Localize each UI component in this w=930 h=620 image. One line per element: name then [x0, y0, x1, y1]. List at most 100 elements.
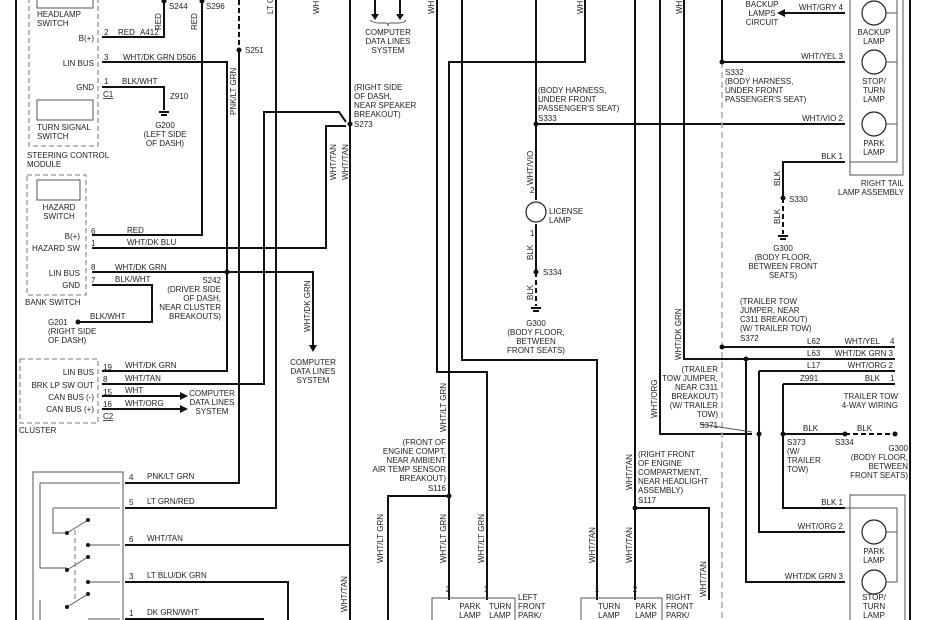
- ground-note: OF DASH): [146, 139, 185, 148]
- steering-control-module-label: STEERING CONTROL: [27, 151, 110, 160]
- wire-label: WHT/TAN: [329, 144, 338, 180]
- pin-number: 1: [484, 585, 489, 594]
- wire-label: BLK: [857, 424, 873, 433]
- license-lamp-icon: [525, 201, 547, 223]
- splice-label: S117: [638, 496, 657, 505]
- wire-label: DK GRN/WHT: [147, 608, 199, 617]
- splice-note: OF DASH,: [183, 294, 221, 303]
- pin-label: BRK LP SW OUT: [31, 381, 94, 390]
- splice-note: (DRIVER SIDE: [167, 285, 221, 294]
- splice-label: S333: [538, 114, 557, 123]
- wire-label: WHT/TAN: [588, 527, 597, 563]
- circuit-label: L62: [807, 337, 821, 346]
- wire-label: WHT/DK GRN 3: [785, 572, 844, 581]
- park-lamp-label: PARK: [863, 139, 885, 148]
- pin-number: 2: [633, 585, 638, 594]
- component-labels: LICENSE LAMP BACKUP LAMP STOP/ TURN LAMP…: [189, 0, 905, 620]
- computer-data-lines-label: COMPUTER: [365, 28, 411, 37]
- park-lamp-label: PARK: [863, 547, 885, 556]
- wire-label: BLK/WHT: [122, 77, 158, 86]
- vertical-wire-labels: RED RED PNK/LT GRN LT G WH WH WH WH WHT/…: [154, 0, 782, 612]
- wire-label: BLK/WHT: [115, 275, 151, 284]
- pin-number: 1: [530, 229, 535, 238]
- splice-label: S334: [543, 268, 562, 277]
- wire-label: BLK: [865, 374, 881, 383]
- computer-data-lines-label-3: SYSTEM: [372, 46, 405, 55]
- pin-label: B(+): [79, 34, 95, 43]
- stop-turn-lamp-label-2: TURN: [863, 602, 885, 611]
- pin-number: 6: [91, 227, 96, 236]
- wire-label: WHT/LT GRN: [376, 514, 385, 563]
- multifunction-switch: 4 5 6 3 1 PNK/LT GRN LT GRN/RED WHT/TAN …: [32, 471, 207, 620]
- splice-note: (BODY HARNESS,: [538, 86, 606, 95]
- right-front-park-label-2: FRONT: [666, 602, 694, 611]
- headlamp-switch-label: HEADLAMP: [37, 10, 81, 19]
- license-lamp-label: LICENSE: [549, 207, 583, 216]
- splice-note: TRAILER: [787, 456, 821, 465]
- stop-turn-lamp-icon: [861, 49, 887, 75]
- cluster-label: CLUSTER: [19, 426, 57, 435]
- splice-label: S273: [354, 120, 373, 129]
- splice-label: S296: [206, 2, 225, 11]
- wire-label: RED: [154, 13, 163, 30]
- pin-number: 19: [103, 363, 112, 372]
- arrow-icon: [777, 9, 785, 17]
- park-lamp-label: PARK: [635, 602, 657, 611]
- wire-label: WHT: [125, 386, 143, 395]
- hazard-switch-label: HAZARD: [43, 203, 76, 212]
- splice-note: PASSENGER'S SEAT): [538, 104, 620, 113]
- splice-note: BREAKOUT): [671, 392, 718, 401]
- ground-label: G300: [526, 319, 546, 328]
- ground-labels: G200 (LEFT SIDE OF DASH) G201 (RIGHT SID…: [48, 121, 909, 480]
- park-lamp-icon: [861, 111, 887, 137]
- pin-number: 3: [104, 53, 109, 62]
- hazard-switch-label-2: SWITCH: [43, 212, 75, 221]
- wire-label: BLK: [803, 424, 819, 433]
- wire-label: BLK 1: [821, 498, 843, 507]
- right-tail-lamp-label-2: LAMP ASSEMBLY: [838, 188, 905, 197]
- wire-label: WH: [427, 0, 436, 14]
- ground-note: FRONT SEATS): [850, 471, 908, 480]
- wire-label: WHT/DK BLU: [127, 238, 177, 247]
- wire-label: WH: [675, 0, 684, 14]
- wire-label: WHT/LT GRN: [477, 514, 486, 563]
- park-lamp-icon: [861, 519, 887, 545]
- stop-turn-lamp-label: STOP/: [862, 593, 887, 602]
- splice-note: (RIGHT FRONT: [638, 450, 695, 459]
- pin-number: 6: [129, 535, 134, 544]
- splice-note: TOW): [787, 465, 809, 474]
- wire-label: WH: [576, 0, 585, 14]
- splice-note: ENGINE COMPT,: [383, 447, 446, 456]
- ground-note: (LEFT SIDE: [144, 130, 187, 139]
- circuit-label: L63: [807, 349, 821, 358]
- wire-label: BLK: [526, 284, 535, 300]
- pin-label: B(+): [65, 232, 81, 241]
- ground-note: (BODY FLOOR,: [507, 328, 564, 337]
- turn-signal-switch-label: TURN SIGNAL: [37, 123, 91, 132]
- turn-lamp-label: TURN: [489, 602, 511, 611]
- wire-label: WHT/TAN: [147, 534, 183, 543]
- wire-label: BLK: [773, 170, 782, 186]
- circuit-label: Z910: [170, 92, 189, 101]
- left-front-park-label-3: PARK/: [518, 611, 542, 620]
- splice-note: NEAR HEADLIGHT: [638, 477, 708, 486]
- ground-note: SEATS): [769, 271, 798, 280]
- ground-note: BETWEEN: [516, 337, 556, 346]
- stop-turn-lamp-label-3: LAMP: [863, 611, 885, 620]
- wire-label: BLK/WHT: [90, 312, 126, 321]
- turn-lamp-label: TURN: [598, 602, 620, 611]
- splice-note: TOW): [697, 410, 719, 419]
- wire-label: LT BLU/DK GRN: [147, 571, 207, 580]
- splice-note: UNDER FRONT: [725, 86, 783, 95]
- pin-number: 5: [129, 498, 134, 507]
- wire-label: WHT/TAN: [625, 454, 634, 490]
- wire-label: WHT/LT GRN: [439, 383, 448, 432]
- arrow-icon: [180, 392, 188, 400]
- splice-note: AIR TEMP SENSOR: [373, 465, 447, 474]
- connector-label: C1: [103, 90, 114, 99]
- pin-label: CAN BUS (+): [46, 405, 94, 414]
- park-lamp-label-2: LAMP: [863, 556, 885, 565]
- ground-icon: [531, 307, 541, 312]
- splice-note: (TRAILER TOW: [740, 297, 797, 306]
- ground-icon: [159, 111, 169, 116]
